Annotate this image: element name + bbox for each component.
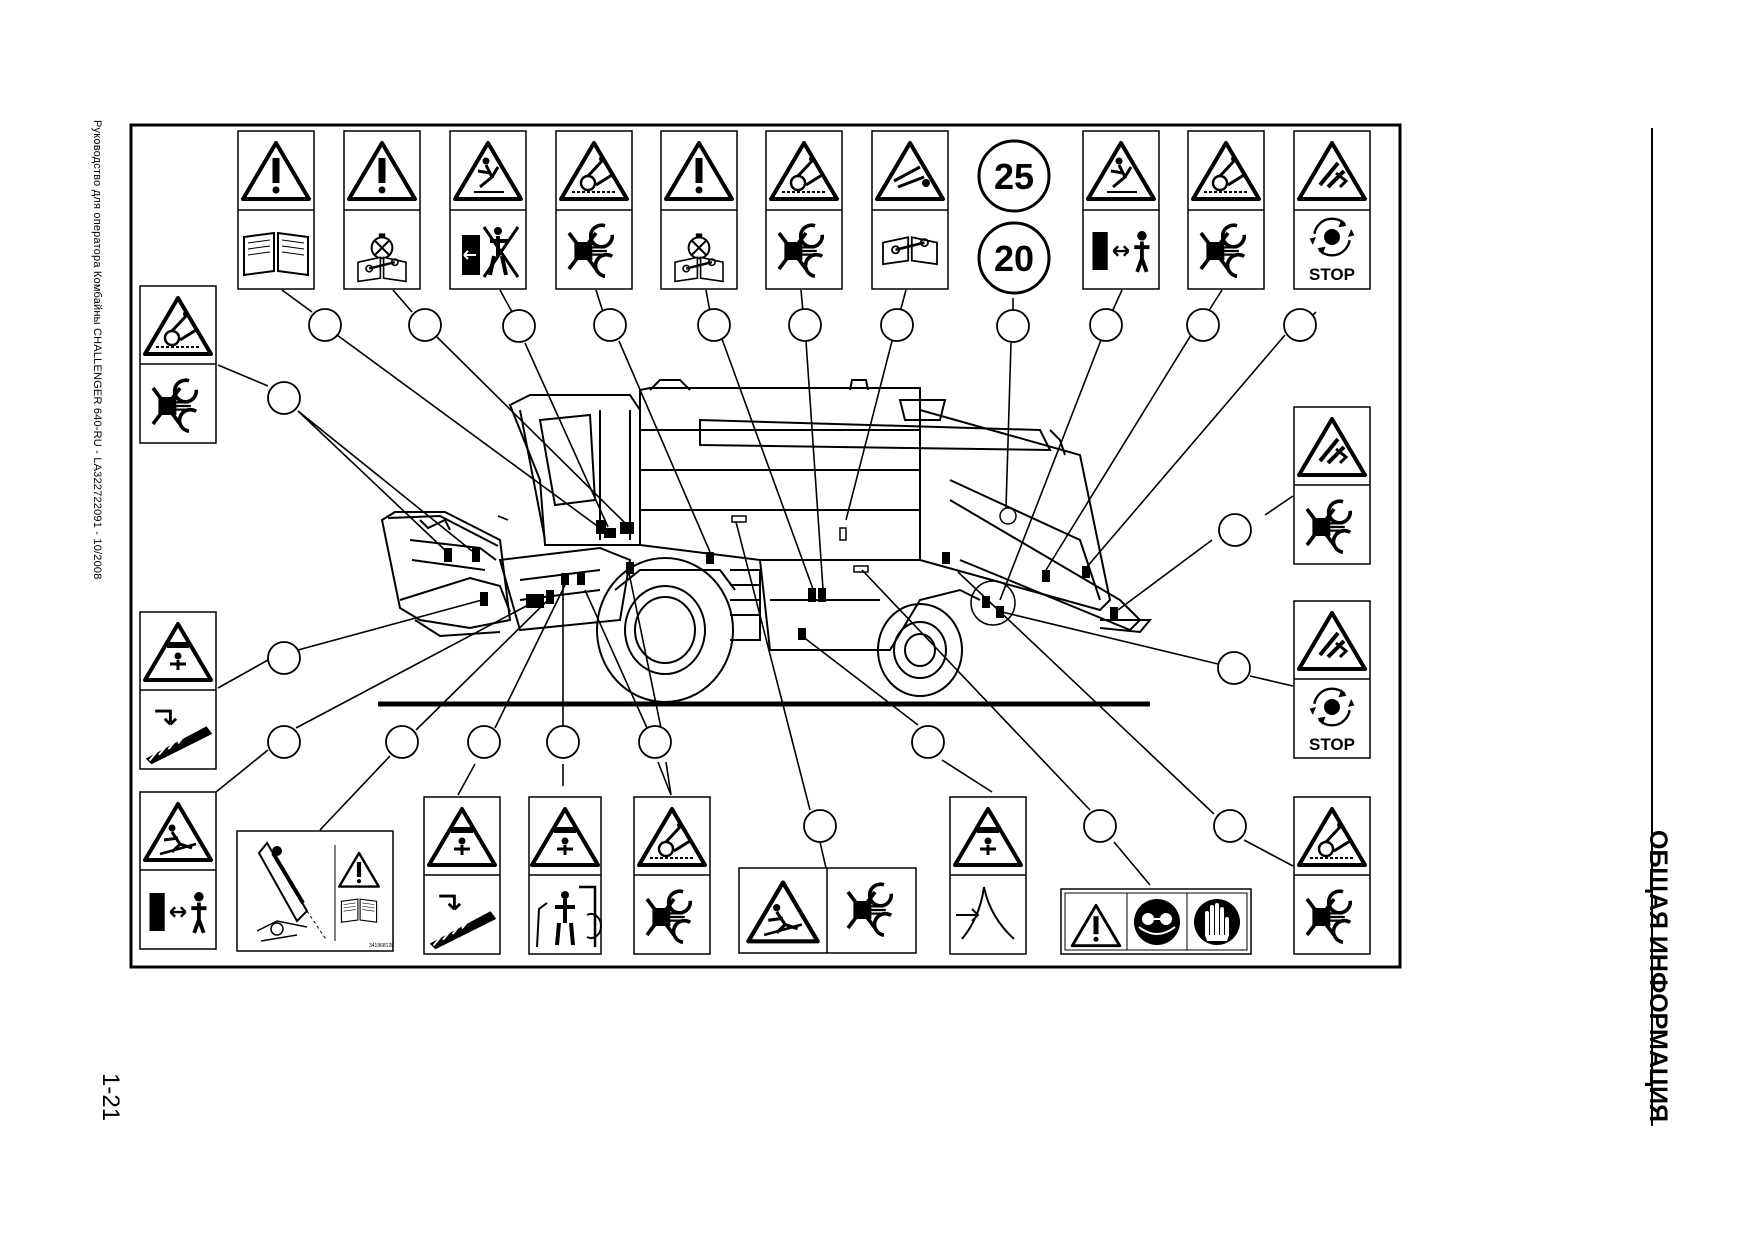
decal-left-1 (139, 285, 217, 444)
decal-left-2 (139, 611, 217, 770)
decal-bottom-6 (949, 796, 1027, 955)
decal-bottom-header-lift: 341968128 (236, 830, 394, 952)
speed-sign-25: 25 (994, 156, 1034, 197)
decal-top-9 (1082, 130, 1160, 290)
decal-top-1 (237, 130, 315, 290)
combine-harvester-drawing (380, 379, 1153, 703)
decal-left-3 (139, 791, 217, 950)
decal-top-7 (871, 130, 949, 290)
decal-right-2: STOP (1293, 600, 1371, 759)
decal-bottom-2 (423, 796, 501, 955)
leader-lines (215, 289, 1317, 886)
decal-top-5 (660, 130, 738, 290)
decal-top-6 (765, 130, 843, 290)
goggles-icon (1134, 899, 1180, 945)
decal-right-3 (1293, 796, 1371, 955)
decal-right-1 (1293, 406, 1371, 565)
decal-bottom-3 (528, 796, 602, 955)
decal-top-3 (449, 130, 527, 290)
right-rule (1651, 128, 1653, 1126)
decal-bottom-5 (738, 867, 917, 954)
speed-sign-20: 20 (994, 238, 1034, 279)
stop-label-2: STOP (1309, 735, 1355, 754)
decal-top-10 (1187, 130, 1265, 290)
stop-label: STOP (1309, 265, 1355, 284)
decal-top-2 (343, 130, 421, 290)
figure-frame (129, 123, 1402, 969)
decal-code: 341968128 (369, 943, 394, 949)
decal-location-markers (444, 520, 1118, 640)
decal-speed-signs: 25 20 (977, 139, 1051, 295)
decal-top-11: STOP (1293, 130, 1371, 290)
decal-bottom-4 (633, 796, 711, 955)
decal-bottom-ppe (1060, 888, 1252, 955)
decal-top-4 (555, 130, 633, 290)
callout-circles (267, 308, 1317, 843)
